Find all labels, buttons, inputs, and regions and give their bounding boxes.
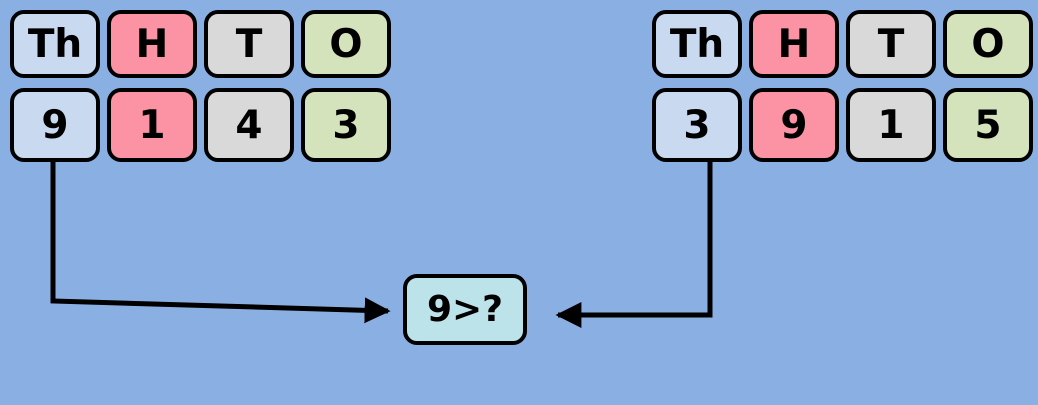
left-digit-thousands[interactable]: 9 [10, 88, 100, 162]
left-digit-hundreds[interactable]: 1 [107, 88, 197, 162]
right-header-thousands[interactable]: Th [652, 10, 742, 78]
left-header-tens[interactable]: T [204, 10, 294, 78]
left-header-thousands[interactable]: Th [10, 10, 100, 78]
left-thousands-connector [50, 160, 391, 324]
right-header-tens[interactable]: T [846, 10, 936, 78]
left-header-hundreds[interactable]: H [107, 10, 197, 78]
right-digit-thousands[interactable]: 3 [652, 88, 742, 162]
left-digit-row: 9 1 4 3 [10, 88, 391, 162]
comparison-result-box[interactable]: 9>? [403, 274, 527, 345]
right-digit-tens[interactable]: 1 [846, 88, 936, 162]
right-digit-hundreds[interactable]: 9 [749, 88, 839, 162]
right-thousands-connector [555, 160, 713, 328]
left-digit-tens[interactable]: 4 [204, 88, 294, 162]
right-header-hundreds[interactable]: H [749, 10, 839, 78]
right-header-ones[interactable]: O [943, 10, 1033, 78]
right-header-row: Th H T O [652, 10, 1033, 78]
right-place-value-chart: Th H T O 3 9 1 5 [652, 10, 1033, 162]
left-header-ones[interactable]: O [301, 10, 391, 78]
left-digit-ones[interactable]: 3 [301, 88, 391, 162]
left-place-value-chart: Th H T O 9 1 4 3 [10, 10, 391, 162]
left-header-row: Th H T O [10, 10, 391, 78]
right-digit-row: 3 9 1 5 [652, 88, 1033, 162]
right-digit-ones[interactable]: 5 [943, 88, 1033, 162]
